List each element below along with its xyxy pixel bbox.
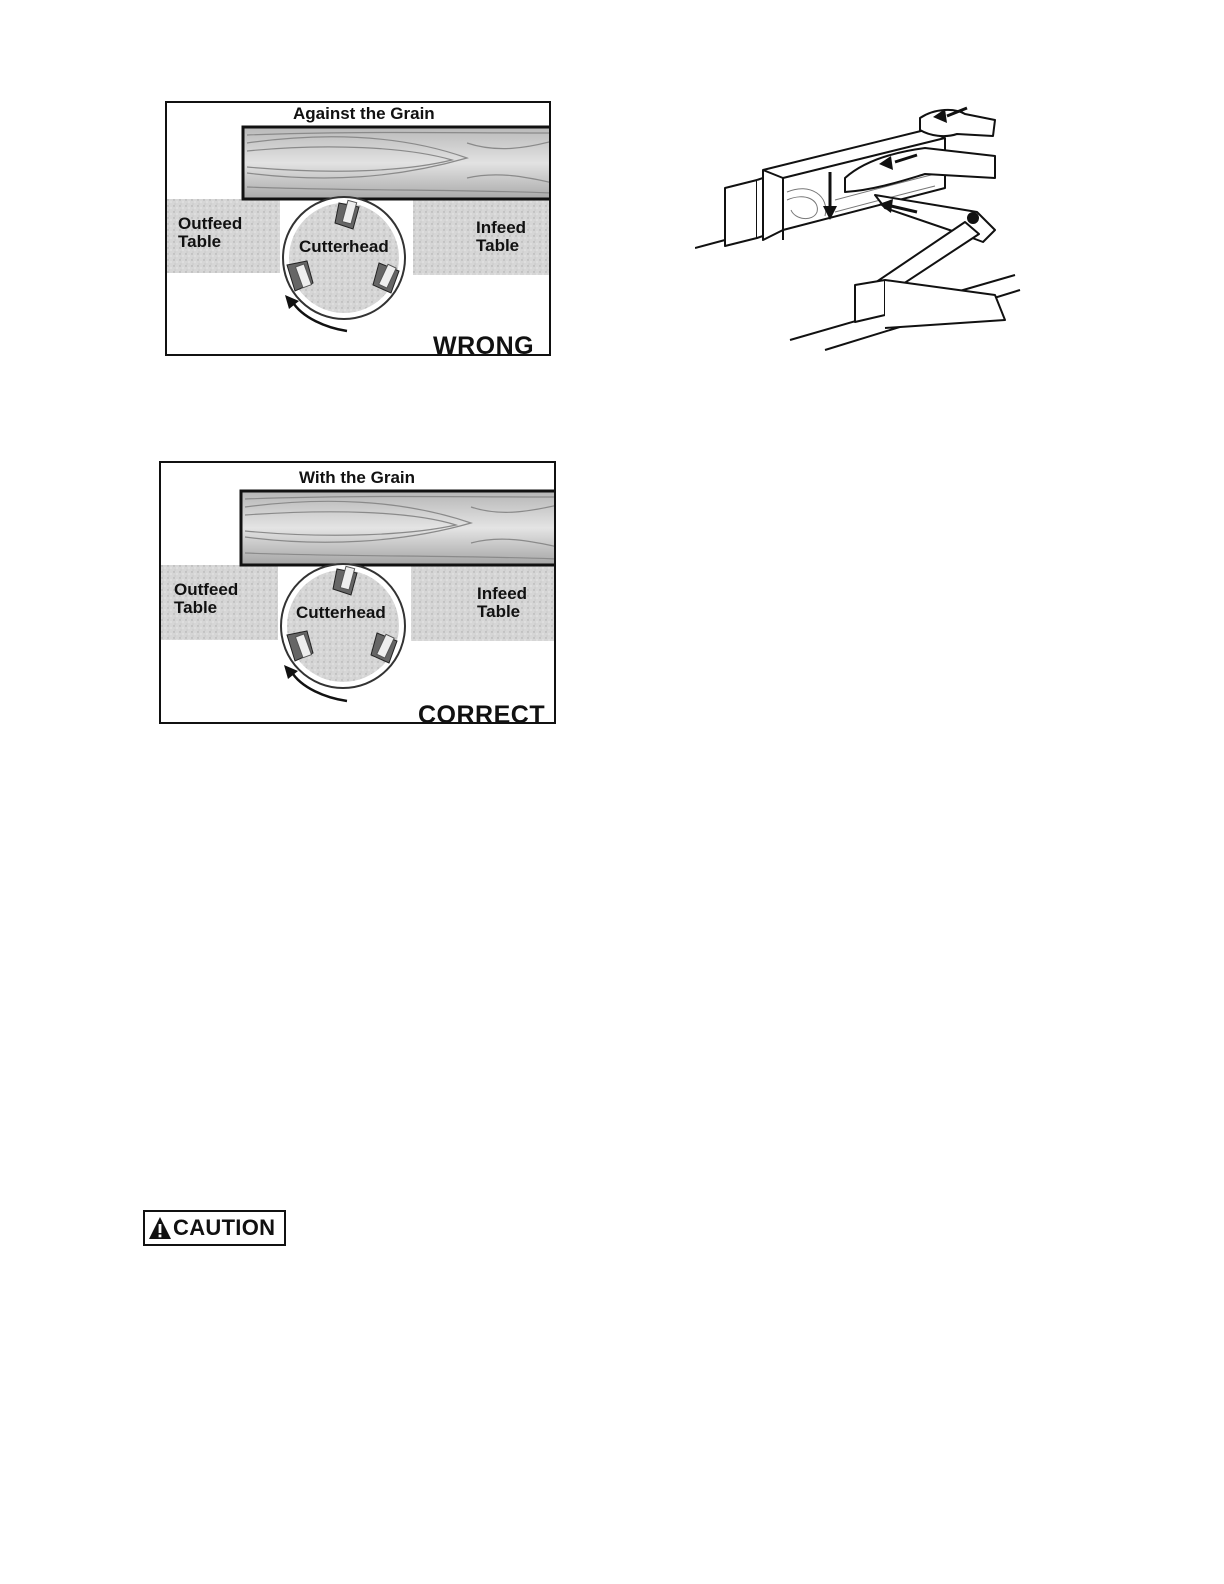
figure-with-the-grain: With the Grain Outfeed Table Infeed Tabl… bbox=[159, 461, 556, 724]
infeed-table-label: Infeed Table bbox=[476, 219, 526, 255]
infeed-table-label: Infeed Table bbox=[477, 585, 527, 621]
fence bbox=[725, 180, 757, 246]
verdict-label: WRONG bbox=[433, 333, 534, 356]
verdict-label: CORRECT bbox=[418, 702, 545, 724]
push-block-foot bbox=[855, 280, 885, 322]
cutterhead-label: Cutterhead bbox=[296, 604, 386, 622]
outfeed-table-label: Outfeed Table bbox=[178, 215, 242, 251]
caution-label: CAUTION bbox=[143, 1210, 286, 1246]
figure-title: Against the Grain bbox=[293, 105, 435, 123]
figure-against-the-grain: Against the Grain Outfeed Table Infeed T… bbox=[165, 101, 551, 356]
outfeed-table-label: Outfeed Table bbox=[174, 581, 238, 617]
hand-feeding-sketch bbox=[695, 100, 1025, 355]
warning-triangle-icon bbox=[148, 1216, 172, 1240]
front-hand bbox=[920, 110, 995, 136]
figure-title: With the Grain bbox=[299, 469, 415, 487]
cutterhead-label: Cutterhead bbox=[299, 238, 389, 256]
caution-text: CAUTION bbox=[173, 1215, 275, 1241]
